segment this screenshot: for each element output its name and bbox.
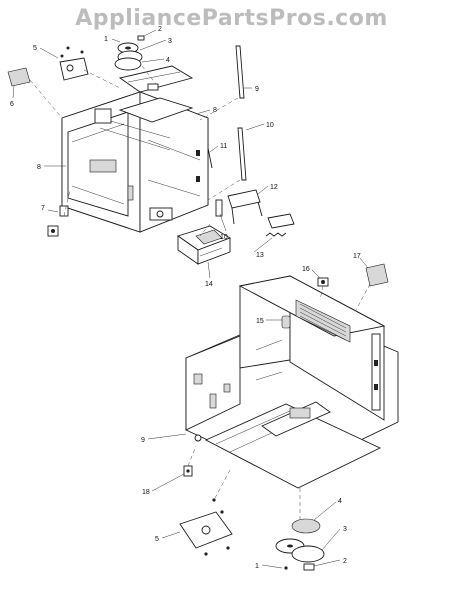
part-11-strip	[207, 147, 213, 169]
watermark-text: AppliancePartsPros.com	[75, 6, 388, 31]
callout-15: 15	[256, 318, 264, 325]
callout-7: 7	[41, 205, 45, 212]
callout-17: 17	[353, 253, 361, 260]
part-18-clip	[183, 465, 193, 477]
callout-5-bottom: 5	[155, 536, 159, 543]
cavity-frame	[61, 91, 209, 233]
part-14-blower-bracket	[176, 225, 232, 265]
callout-4-bottom: 4	[338, 498, 342, 505]
callout-9-bottom: 9	[141, 437, 145, 444]
callout-5-top: 5	[33, 45, 37, 52]
part-10-and-13-fasteners	[215, 199, 287, 237]
callout-13: 13	[256, 252, 264, 259]
callout-8-left: 8	[37, 164, 41, 171]
callout-leaders	[12, 29, 369, 569]
part-7-latch	[47, 205, 69, 237]
part-6-pad	[7, 67, 31, 87]
callout-12: 12	[270, 184, 278, 191]
part-5-bracket-bottom	[179, 498, 233, 556]
callout-1-bottom: 1	[255, 563, 259, 570]
callout-18: 18	[142, 489, 150, 496]
part-16-switch	[317, 277, 329, 287]
part-10-rod	[237, 127, 247, 181]
upper-assembly	[7, 35, 295, 265]
part-15-fuse	[281, 315, 291, 329]
part-5-bracket	[59, 46, 89, 81]
outer-cabinet	[185, 275, 399, 489]
callout-1-top: 1	[104, 36, 108, 43]
turntable-gears-top	[114, 35, 145, 71]
callout-11: 11	[220, 143, 227, 150]
callout-8-right: 8	[213, 107, 217, 114]
callout-10-lower: 10	[220, 234, 228, 241]
callout-2-top: 2	[158, 26, 162, 33]
callout-9-top: 9	[255, 86, 259, 93]
callout-6: 6	[10, 101, 14, 108]
callout-10-top: 10	[266, 122, 274, 129]
turntable-gears-bottom	[275, 518, 325, 571]
callout-3-bottom: 3	[343, 526, 347, 533]
callout-4-top: 4	[166, 57, 170, 64]
part-9-rod	[235, 45, 245, 99]
callout-14: 14	[205, 281, 213, 288]
callout-2-bottom: 2	[343, 558, 347, 565]
part-17-label-plate	[365, 263, 389, 287]
top-shelf-plate	[118, 65, 194, 93]
lower-assembly	[179, 263, 399, 571]
callout-16: 16	[302, 266, 310, 273]
part-12-bracket	[227, 189, 295, 229]
vent-grille	[295, 299, 351, 343]
callout-3-top: 3	[168, 38, 172, 45]
callout-labels: 1 2 3 4 5 6 7 8 8 9 10 11 12 10 13 14 16…	[10, 26, 361, 570]
